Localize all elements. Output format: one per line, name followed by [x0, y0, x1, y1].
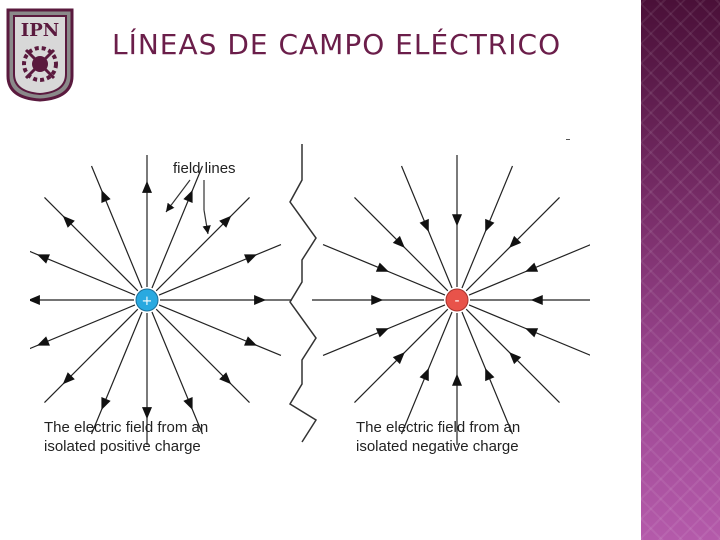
decorative-side-bar: [641, 0, 720, 540]
negative-field-arrow: [375, 262, 389, 272]
positive-field-line: [158, 304, 282, 357]
positive-field-arrow: [183, 189, 193, 203]
positive-field-line: [155, 197, 250, 292]
positive-field-arrow: [244, 336, 258, 346]
positive-field-arrow: [142, 407, 152, 420]
positive-field-arrow: [183, 397, 193, 411]
negative-field-lines: [312, 155, 590, 445]
zigzag-divider: [288, 144, 318, 443]
positive-field-line: [30, 250, 136, 296]
negative-charge: [445, 288, 469, 312]
positive-field-arrow: [36, 336, 50, 346]
field-lines-label: field lines: [173, 160, 236, 177]
label-pointer-arrow: [202, 209, 211, 235]
label-pointer-arrow: [165, 179, 191, 213]
positive-field-arrow: [62, 215, 75, 228]
negative-field-arrow: [392, 235, 405, 248]
positive-field-line: [151, 165, 204, 289]
negative-field-arrow: [509, 352, 522, 365]
positive-field-line: [30, 304, 136, 350]
positive-field-line: [155, 308, 250, 403]
negative-caption: The electric field from an isolated nega…: [356, 418, 520, 456]
negative-field-arrow: [452, 373, 462, 386]
positive-field-line: [151, 311, 204, 435]
positive-caption: The electric field from an isolated posi…: [44, 418, 208, 456]
positive-field-line: [44, 197, 139, 292]
negative-field-arrow: [485, 218, 495, 232]
logo-text: IPN: [21, 20, 59, 41]
ipn-logo: IPN: [6, 8, 74, 102]
positive-charge-symbol: +: [142, 294, 153, 309]
positive-field-lines: [30, 155, 292, 445]
negative-field-arrow: [530, 295, 543, 305]
positive-field-line: [44, 308, 139, 403]
positive-field-arrow: [101, 189, 111, 203]
negative-charge-symbol: -: [454, 293, 459, 309]
stray-mark: [566, 139, 570, 140]
negative-field-arrow: [392, 352, 405, 365]
positive-caption-line1: The electric field from an: [44, 419, 209, 436]
positive-charge: [135, 288, 159, 312]
slide-title: LÍNEAS DE CAMPO ELÉCTRICO: [112, 28, 562, 61]
positive-field-line: [90, 311, 143, 435]
negative-field-arrow: [375, 328, 389, 338]
negative-field-arrow: [509, 235, 522, 248]
positive-field-arrow: [101, 397, 111, 411]
negative-field-arrow: [525, 328, 539, 338]
positive-field-arrow: [62, 372, 75, 385]
positive-field-arrow: [219, 215, 232, 228]
positive-field-line: [90, 165, 143, 289]
positive-caption-line2: isolated positive charge: [44, 438, 201, 455]
positive-field-arrow: [254, 295, 267, 305]
negative-caption-line2: isolated negative charge: [356, 438, 519, 455]
negative-field-arrow: [452, 214, 462, 227]
negative-field-arrow: [371, 295, 384, 305]
negative-field-arrow: [419, 368, 429, 382]
negative-field-arrow: [419, 218, 429, 232]
negative-caption-line1: The electric field from an: [356, 419, 521, 436]
electric-field-diagram: field lines + -: [30, 144, 590, 445]
positive-field-line: [158, 243, 282, 296]
positive-field-arrow: [142, 180, 152, 193]
negative-field-arrow: [525, 262, 539, 272]
negative-field-arrow: [485, 368, 495, 382]
positive-field-arrow: [30, 295, 40, 305]
positive-field-arrow: [36, 254, 50, 264]
positive-field-arrow: [219, 372, 232, 385]
positive-field-arrow: [244, 254, 258, 264]
